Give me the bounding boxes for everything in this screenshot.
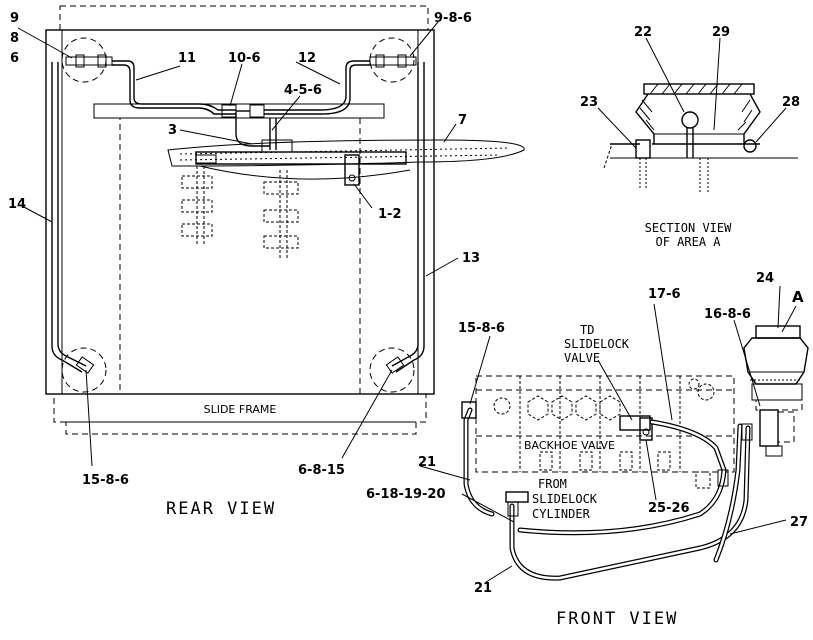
callout-29: 29 xyxy=(712,25,730,40)
callout-11: 11 xyxy=(178,51,196,66)
fitting-15-8-6 xyxy=(461,401,477,419)
backhoe-valve-label: BACKHOE VALVE xyxy=(524,439,615,452)
hose-13 xyxy=(395,62,425,373)
corner-circle-bl xyxy=(61,347,107,393)
fitting-tl xyxy=(65,56,113,66)
hose-11 xyxy=(112,60,236,111)
section-caption-2: OF AREA A xyxy=(655,235,721,249)
bolt-23 xyxy=(635,139,651,159)
callout-8: 8 xyxy=(10,31,19,46)
from-label-1: FROM xyxy=(538,477,567,491)
callout-27: 27 xyxy=(790,515,808,530)
rear-view-caption: REAR VIEW xyxy=(166,499,276,519)
top-frame-outline xyxy=(59,5,429,31)
section-caption-1: SECTION VIEW xyxy=(645,221,732,235)
hose-27 xyxy=(713,423,743,563)
callout-14: 14 xyxy=(8,197,26,212)
corner-circle-br xyxy=(369,347,415,393)
clamp-28 xyxy=(743,139,757,153)
fitting-10-6 xyxy=(221,104,237,118)
from-label-3: CYLINDER xyxy=(532,507,591,521)
backhoe-valve-body xyxy=(475,375,735,473)
hose-14 xyxy=(51,62,83,373)
front-view-caption: FRONT VIEW xyxy=(556,609,678,629)
bellow-24 xyxy=(743,337,809,385)
hose-slidelock xyxy=(517,419,727,536)
callout-21-lower: 21 xyxy=(474,581,492,596)
valve-stack-left xyxy=(181,166,213,246)
front-view: BACKHOE VALVE xyxy=(366,271,809,629)
callout-28: 28 xyxy=(782,95,800,110)
callout-9-8-6: 9-8-6 xyxy=(434,11,472,26)
callout-6-8-15: 6-8-15 xyxy=(298,463,345,478)
top-plate xyxy=(643,83,755,95)
ball-stud-22 xyxy=(681,111,699,129)
callout-12: 12 xyxy=(298,51,316,66)
callout-16-8-6: 16-8-6 xyxy=(704,307,751,322)
callout-10-6: 10-6 xyxy=(228,51,261,66)
clamp-1-2 xyxy=(344,154,360,186)
callout-7: 7 xyxy=(458,113,467,128)
cross-member xyxy=(93,103,385,119)
corner-circle-tr xyxy=(369,37,415,83)
callout-23: 23 xyxy=(580,95,598,110)
fitting-tr xyxy=(369,56,417,66)
from-label-2: SLIDELOCK xyxy=(532,492,598,506)
callout-4-5-6: 4-5-6 xyxy=(284,83,322,98)
callout-9: 9 xyxy=(10,11,19,26)
lever-7 xyxy=(167,139,525,167)
hose-12 xyxy=(264,60,370,111)
callout-1-2: 1-2 xyxy=(378,207,402,222)
td-label-2: SLIDELOCK xyxy=(564,337,630,351)
td-label-3: VALVE xyxy=(564,351,600,365)
td-label-1: TD xyxy=(580,323,594,337)
bellow-left xyxy=(635,93,655,144)
callout-15-8-6-front: 15-8-6 xyxy=(458,321,505,336)
slide-frame-label: SLIDE FRAME xyxy=(204,403,277,416)
hose-21-lower xyxy=(509,425,751,581)
callout-A: A xyxy=(792,288,804,306)
callout-24: 24 xyxy=(756,271,774,286)
callout-6: 6 xyxy=(10,51,19,66)
fitting-6-18-19-20 xyxy=(505,491,529,503)
tube-3 xyxy=(235,112,270,147)
callout-6-18-19-20: 6-18-19-20 xyxy=(366,487,446,502)
callout-22: 22 xyxy=(634,25,652,40)
section-view: 22 29 23 28 SECTION VIEW OF AREA A xyxy=(580,25,800,249)
valve-block-16-8-6 xyxy=(759,409,779,447)
callout-15-8-6-rear: 15-8-6 xyxy=(82,473,129,488)
callout-13: 13 xyxy=(462,251,480,266)
callout-25-26: 25-26 xyxy=(648,501,690,516)
callout-21-upper: 21 xyxy=(418,455,436,470)
callout-3: 3 xyxy=(168,123,177,138)
rear-view: SLIDE FRAME xyxy=(8,5,525,519)
fitting-4-5-6 xyxy=(261,139,293,153)
valve-stack-right xyxy=(263,170,299,260)
callout-17-6: 17-6 xyxy=(648,287,681,302)
slide-frame-outer xyxy=(45,29,435,395)
bellow-right xyxy=(743,93,761,144)
